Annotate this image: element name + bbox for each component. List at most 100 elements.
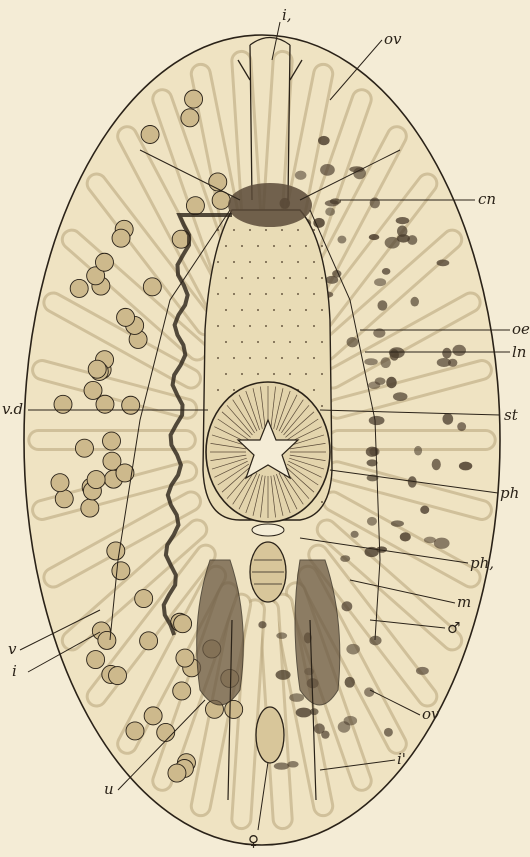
trunk-cell	[273, 245, 275, 247]
trunk-cell	[313, 293, 315, 295]
trunk-cell	[297, 325, 299, 327]
female-genital-pore	[256, 707, 284, 763]
gland	[346, 644, 360, 655]
gland	[369, 234, 380, 240]
gland	[310, 708, 319, 715]
trunk-cell	[265, 261, 267, 263]
follicle	[55, 490, 73, 508]
trunk-cell	[321, 341, 323, 343]
gland	[400, 532, 411, 541]
gland	[296, 708, 312, 718]
gland	[325, 208, 335, 216]
follicle	[176, 649, 194, 667]
trunk-cell	[233, 389, 235, 391]
gland	[389, 347, 405, 358]
trunk-cell	[241, 373, 243, 375]
follicle	[107, 542, 125, 560]
gland	[325, 200, 339, 206]
trunk-cell	[321, 277, 323, 279]
trunk-cell	[313, 357, 315, 359]
trunk-cell	[305, 373, 307, 375]
gland	[337, 236, 346, 244]
follicle	[140, 632, 158, 650]
gland	[289, 693, 304, 702]
gland	[364, 358, 377, 365]
follicle	[81, 499, 99, 517]
gland	[393, 392, 408, 401]
trunk-cell	[257, 245, 259, 247]
trunk-cell	[241, 277, 243, 279]
gland	[437, 259, 450, 266]
trunk-cell	[281, 293, 283, 295]
trunk-cell	[281, 357, 283, 359]
trunk-cell	[321, 501, 323, 503]
trunk-cell	[241, 309, 243, 311]
gland	[258, 621, 266, 628]
gland	[353, 167, 366, 179]
follicle	[103, 432, 121, 450]
label-ln: ln	[512, 343, 526, 361]
trunk-cell	[321, 245, 323, 247]
gland	[374, 278, 386, 286]
trunk-cell	[321, 309, 323, 311]
trunk-cell	[289, 373, 291, 375]
label-st: st	[504, 406, 519, 424]
trunk-cell	[297, 293, 299, 295]
trunk-cell	[281, 325, 283, 327]
trunk-cell	[257, 309, 259, 311]
gland	[326, 276, 339, 284]
trunk-cell	[273, 373, 275, 375]
follicle	[95, 253, 113, 271]
trunk-cell	[297, 357, 299, 359]
label-i-prime: i'	[397, 750, 406, 768]
gland	[369, 416, 385, 425]
label-ov-bottom: ov	[422, 705, 440, 723]
follicle	[144, 707, 162, 725]
gland	[276, 632, 287, 638]
label-male: ♂	[447, 619, 460, 637]
follicle	[117, 308, 135, 326]
trunk-cell	[297, 261, 299, 263]
follicle	[141, 126, 159, 144]
gland	[448, 359, 457, 367]
follicle	[87, 651, 105, 669]
follicle	[181, 109, 199, 127]
gland	[386, 377, 396, 389]
follicle	[51, 474, 69, 492]
trunk-cell	[265, 357, 267, 359]
follicle	[209, 173, 227, 191]
gland	[382, 268, 391, 275]
label-u: u	[104, 780, 114, 798]
follicle	[126, 722, 144, 740]
label-ph: ph	[500, 484, 519, 502]
label-ov-top: ov	[384, 30, 402, 48]
trunk-cell	[321, 373, 323, 375]
trunk-cell	[249, 293, 251, 295]
gland	[295, 171, 307, 180]
follicle	[168, 764, 186, 782]
mouth-opening	[252, 524, 284, 536]
uterus-left	[197, 560, 244, 705]
gland	[313, 218, 324, 228]
trunk-cell	[233, 325, 235, 327]
follicle	[109, 667, 127, 685]
follicle	[88, 360, 106, 378]
trunk-cell	[313, 389, 315, 391]
label-i-left: i	[12, 662, 17, 680]
follicle	[173, 682, 191, 700]
gland	[370, 197, 380, 208]
follicle	[54, 395, 72, 413]
trunk-cell	[273, 341, 275, 343]
follicle	[186, 197, 204, 215]
gland	[432, 459, 441, 470]
gland	[274, 762, 289, 769]
follicle	[143, 278, 161, 296]
trunk-cell	[289, 245, 291, 247]
gland	[442, 348, 451, 359]
trunk-cell	[289, 341, 291, 343]
gland	[351, 531, 359, 538]
trunk-cell	[305, 341, 307, 343]
gland	[364, 687, 374, 697]
follicle	[112, 562, 130, 580]
trunk-cell	[257, 373, 259, 375]
